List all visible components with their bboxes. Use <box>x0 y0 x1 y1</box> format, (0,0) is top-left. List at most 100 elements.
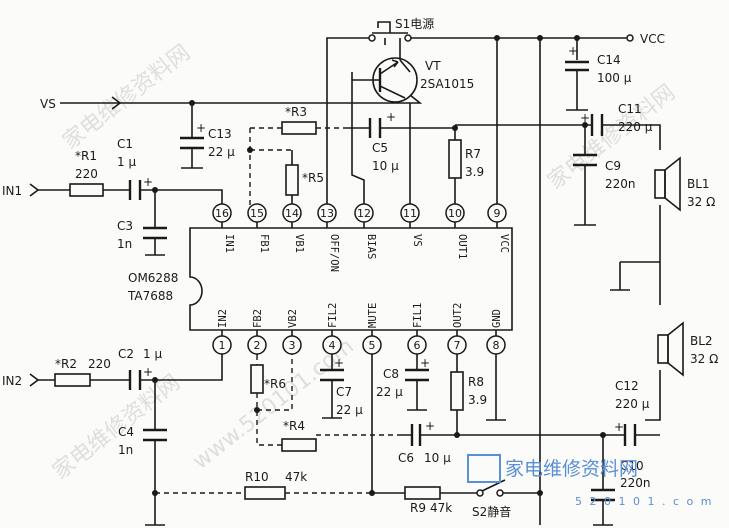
label-bl2-val: 32 Ω <box>690 352 718 366</box>
pin-name-vb1: VB1 <box>293 234 305 253</box>
pin-num-8: 8 <box>493 339 500 352</box>
site-logo: 家电维修资料网 5 2 0 1 0 1 . c o m <box>467 454 711 508</box>
capacitor-c3 <box>143 226 167 240</box>
label-r2-val: 220 <box>88 357 111 371</box>
pin-num-4: 4 <box>329 339 336 352</box>
capacitor-c7: + <box>320 356 344 382</box>
label-r1: *R1 <box>75 149 97 163</box>
switch-s1 <box>368 21 412 42</box>
speaker-bl1 <box>654 156 681 212</box>
pin-num-6: 6 <box>414 339 421 352</box>
pin-name-out1: OUT1 <box>456 234 468 259</box>
resistor-r4 <box>281 438 317 452</box>
pin-name-in1: IN1 <box>223 234 235 253</box>
label-s1: S1电源 <box>395 17 434 31</box>
svg-text:+: + <box>580 111 590 125</box>
capacitor-c14: + <box>565 44 589 72</box>
label-r10: R10 <box>245 470 269 484</box>
label-c10: C10 <box>620 459 644 473</box>
label-bl1-val: 32 Ω <box>687 195 715 209</box>
svg-text:+: + <box>420 356 430 370</box>
label-c8-val: 22 μ <box>376 385 403 399</box>
capacitor-c4 <box>143 428 167 442</box>
svg-text:+: + <box>334 356 344 370</box>
label-bl1: BL1 <box>687 177 710 191</box>
label-r3: *R3 <box>285 105 307 119</box>
pin-names-bottom: IN2 FB2 VB2 FIL2 MUTE FIL1 OUT2 GND <box>217 303 503 328</box>
component-labels: S1电源 VCC VT 2SA1015 C14 100 μ VS *R3 C13… <box>2 17 718 519</box>
label-r1-val: 220 <box>75 167 98 181</box>
label-r4: *R4 <box>283 419 305 433</box>
label-in1: IN1 <box>2 184 22 198</box>
label-bl2: BL2 <box>690 334 713 348</box>
label-c8: C8 <box>383 367 399 381</box>
label-c12: C12 <box>615 379 639 393</box>
capacitor-c6: + <box>410 419 435 446</box>
label-c1-val: 1 μ <box>117 155 136 169</box>
svg-text:+: + <box>143 365 153 379</box>
capacitors: + + + + + + + + + + <box>128 44 637 502</box>
resistor-r8 <box>450 371 464 411</box>
pin-name-bias: BIAS <box>365 234 377 259</box>
pin-name-vs: VS <box>411 234 423 247</box>
chip-name-1: OM6288 <box>128 271 178 285</box>
capacitor-c11: + <box>580 111 604 136</box>
label-vs: VS <box>40 97 56 111</box>
resistor-r7 <box>448 139 462 179</box>
pin-num-15: 15 <box>250 207 264 220</box>
resistor-r10 <box>244 486 286 500</box>
label-c6: C6 <box>398 451 414 465</box>
svg-text:+: + <box>143 175 153 189</box>
svg-text:+: + <box>614 420 624 434</box>
pin-name-fil1: FIL1 <box>412 303 424 328</box>
label-vt: VT <box>425 59 441 73</box>
label-r5: *R5 <box>302 171 324 185</box>
label-r6: *R6 <box>264 377 286 391</box>
pin-num-10: 10 <box>448 207 462 220</box>
watermark-url: www.520101.com <box>188 334 359 475</box>
pin-num-11: 11 <box>403 207 417 220</box>
label-c11: C11 <box>618 102 642 116</box>
capacitor-c8: + <box>405 356 430 382</box>
label-c2-val: 1 μ <box>143 347 162 361</box>
watermark-diagonal-2: 家电维修资料网 <box>48 370 185 485</box>
pin-name-off-on: OFF/ON <box>328 234 340 272</box>
label-vcc: VCC <box>640 32 665 46</box>
transistor-vt <box>372 57 418 103</box>
label-c14: C14 <box>597 53 621 67</box>
resistor-r2 <box>54 373 91 387</box>
capacitor-c10 <box>591 488 615 502</box>
label-vt-part: 2SA1015 <box>420 77 474 91</box>
pin-name-gnd: GND <box>491 309 503 328</box>
label-in2: IN2 <box>2 374 22 388</box>
pin-name-vb2: VB2 <box>287 309 299 328</box>
ic-body: OM6288 TA7688 <box>127 227 513 331</box>
label-c12-val: 220 μ <box>615 397 650 411</box>
label-c6-val: 10 μ <box>424 451 451 465</box>
label-r9: R9 <box>410 501 426 515</box>
label-r10-val: 47k <box>285 470 307 484</box>
label-c7: C7 <box>336 385 352 399</box>
pin-num-16: 16 <box>215 207 229 220</box>
junction-dots <box>152 35 606 496</box>
pin-name-fb2: FB2 <box>252 309 264 328</box>
pin-num-13: 13 <box>320 207 334 220</box>
pin-name-fil2: FIL2 <box>327 303 339 328</box>
pins-bottom: 1 2 3 4 5 6 7 8 <box>212 335 506 355</box>
capacitor-c2: + <box>128 365 153 390</box>
chip-name-2: TA7688 <box>127 289 173 303</box>
pin-names-top: IN1 FB1 VB1 OFF/ON BIAS VS OUT1 VCC <box>223 234 510 272</box>
label-c4-val: 1n <box>118 443 133 457</box>
resistor-r5 <box>285 164 299 196</box>
label-r9-val: 47k <box>430 501 452 515</box>
label-c10-val: 220n <box>620 476 651 490</box>
ground-symbols <box>145 109 630 526</box>
pins-top: 16 15 14 13 12 11 10 9 <box>212 203 507 223</box>
label-c2: C2 <box>118 347 134 361</box>
capacitor-c12: + <box>614 420 637 446</box>
label-r2: *R2 <box>55 357 77 371</box>
svg-text:+: + <box>568 44 578 58</box>
label-c3: C3 <box>117 219 133 233</box>
label-s2: S2静音 <box>472 504 511 519</box>
